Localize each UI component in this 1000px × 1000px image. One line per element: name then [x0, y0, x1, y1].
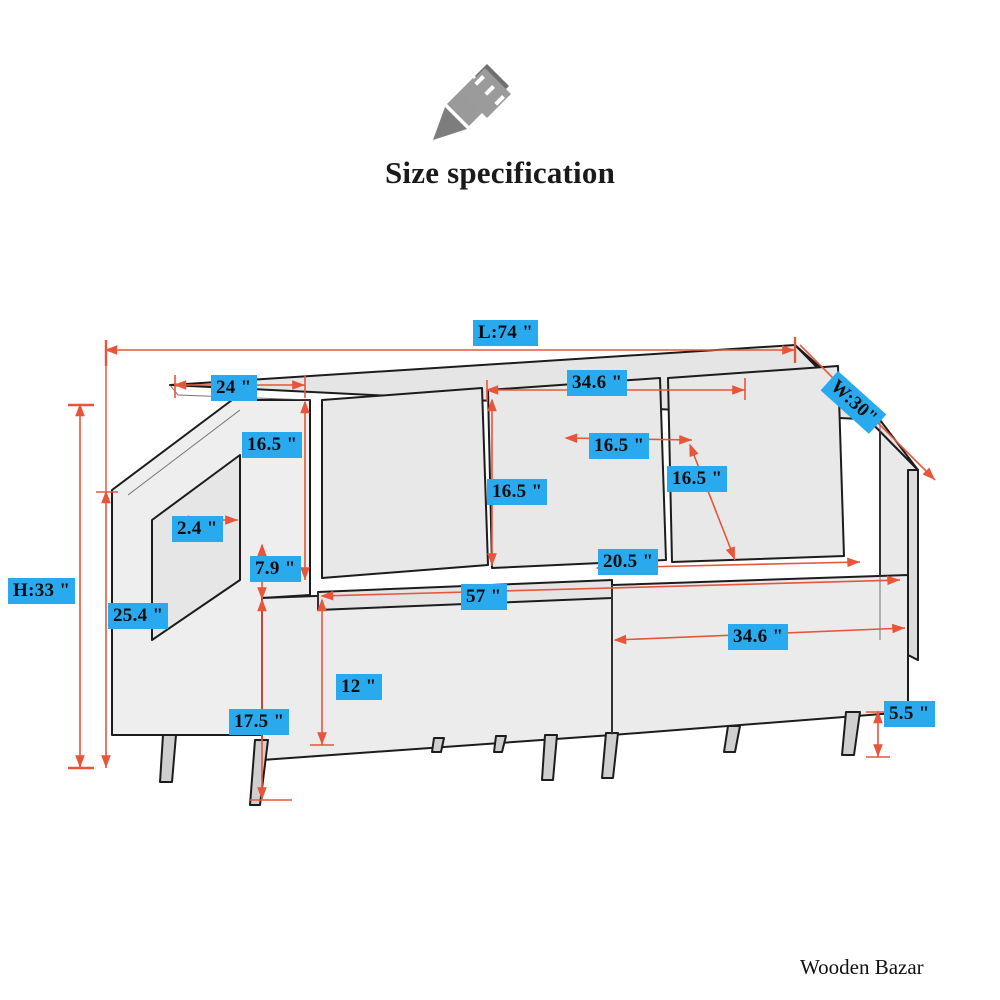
page-title: Size specification	[384, 155, 616, 190]
dimension-label-seat-front-height: 17.5 "	[229, 709, 290, 735]
dimension-label-arm-inner-depth: 7.9 "	[250, 556, 301, 582]
dimension-label-back-cushion-height-center: 16.5 "	[589, 433, 650, 459]
dimension-label-back-cushion-height-mid: 16.5 "	[487, 479, 548, 505]
dimension-label-arm-height: 25.4 "	[108, 603, 169, 629]
dimension-label-seat-height: 12 "	[336, 674, 382, 700]
dimension-label-arm-thickness: 2.4 "	[172, 516, 223, 542]
dimension-label-back-cushion-height-right: 16.5 "	[667, 466, 728, 492]
ruler-pencil-icon	[425, 52, 520, 147]
dimension-label-seat-depth: 20.5 "	[598, 549, 659, 575]
dimension-label-back-cushion-width: 34.6 "	[567, 370, 628, 396]
dimension-label-overall-height: H:33 "	[8, 578, 76, 604]
dimension-label-seat-width-total: 57 "	[461, 584, 507, 610]
dimension-label-back-cushion-height-left: 16.5 "	[242, 432, 303, 458]
dimension-label-overall-length: L:74 "	[473, 320, 539, 346]
dimension-label-leg-height: 5.5 "	[884, 701, 935, 727]
dimension-label-seat-width-right: 34.6 "	[728, 624, 789, 650]
watermark: Wooden Bazar	[800, 955, 924, 979]
dimension-label-arm-width: 24 "	[211, 375, 257, 401]
